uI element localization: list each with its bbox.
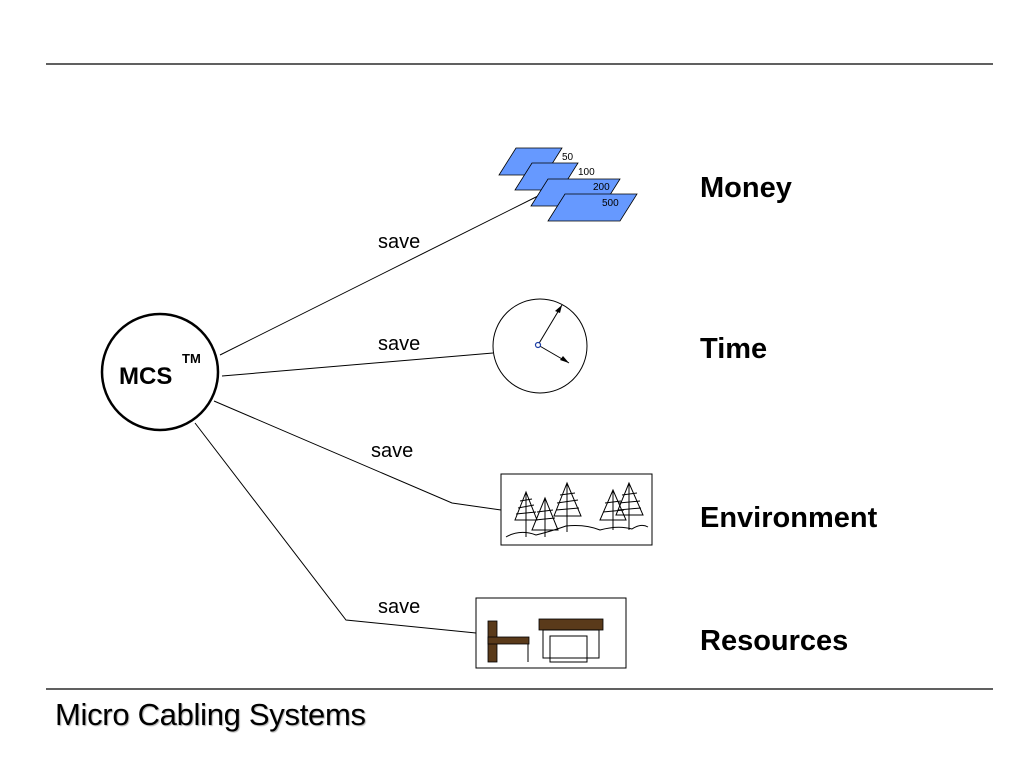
label-resources: Resources (700, 625, 848, 657)
save-label-time: save (378, 333, 420, 355)
connector-time (221, 352, 494, 377)
connector-money (219, 194, 541, 356)
save-label-money: save (378, 231, 420, 253)
label-environment: Environment (700, 502, 878, 534)
banknote-value: 100 (578, 167, 595, 178)
save-label-resources: save (378, 596, 420, 618)
banknote-value: 200 (593, 182, 610, 193)
banknote-value: 50 (562, 152, 574, 163)
connector-environment (213, 400, 502, 511)
connector-resources (194, 422, 477, 634)
label-time: Time (700, 333, 767, 365)
trees-icon (500, 473, 653, 546)
banknotes-icon: 50 100 200 500 (498, 147, 638, 222)
clock-icon (492, 298, 588, 394)
hub-trademark: TM (182, 351, 201, 366)
save-label-environment: save (371, 440, 413, 462)
banknote: 500 (547, 193, 638, 222)
footer-title: Micro Cabling Systems (55, 697, 366, 732)
hub-label: MCS (119, 363, 172, 390)
label-money: Money (700, 172, 792, 204)
mcs-hub: MCS TM (100, 312, 220, 432)
furniture-icon (475, 597, 627, 669)
banknote-value: 500 (602, 198, 619, 209)
